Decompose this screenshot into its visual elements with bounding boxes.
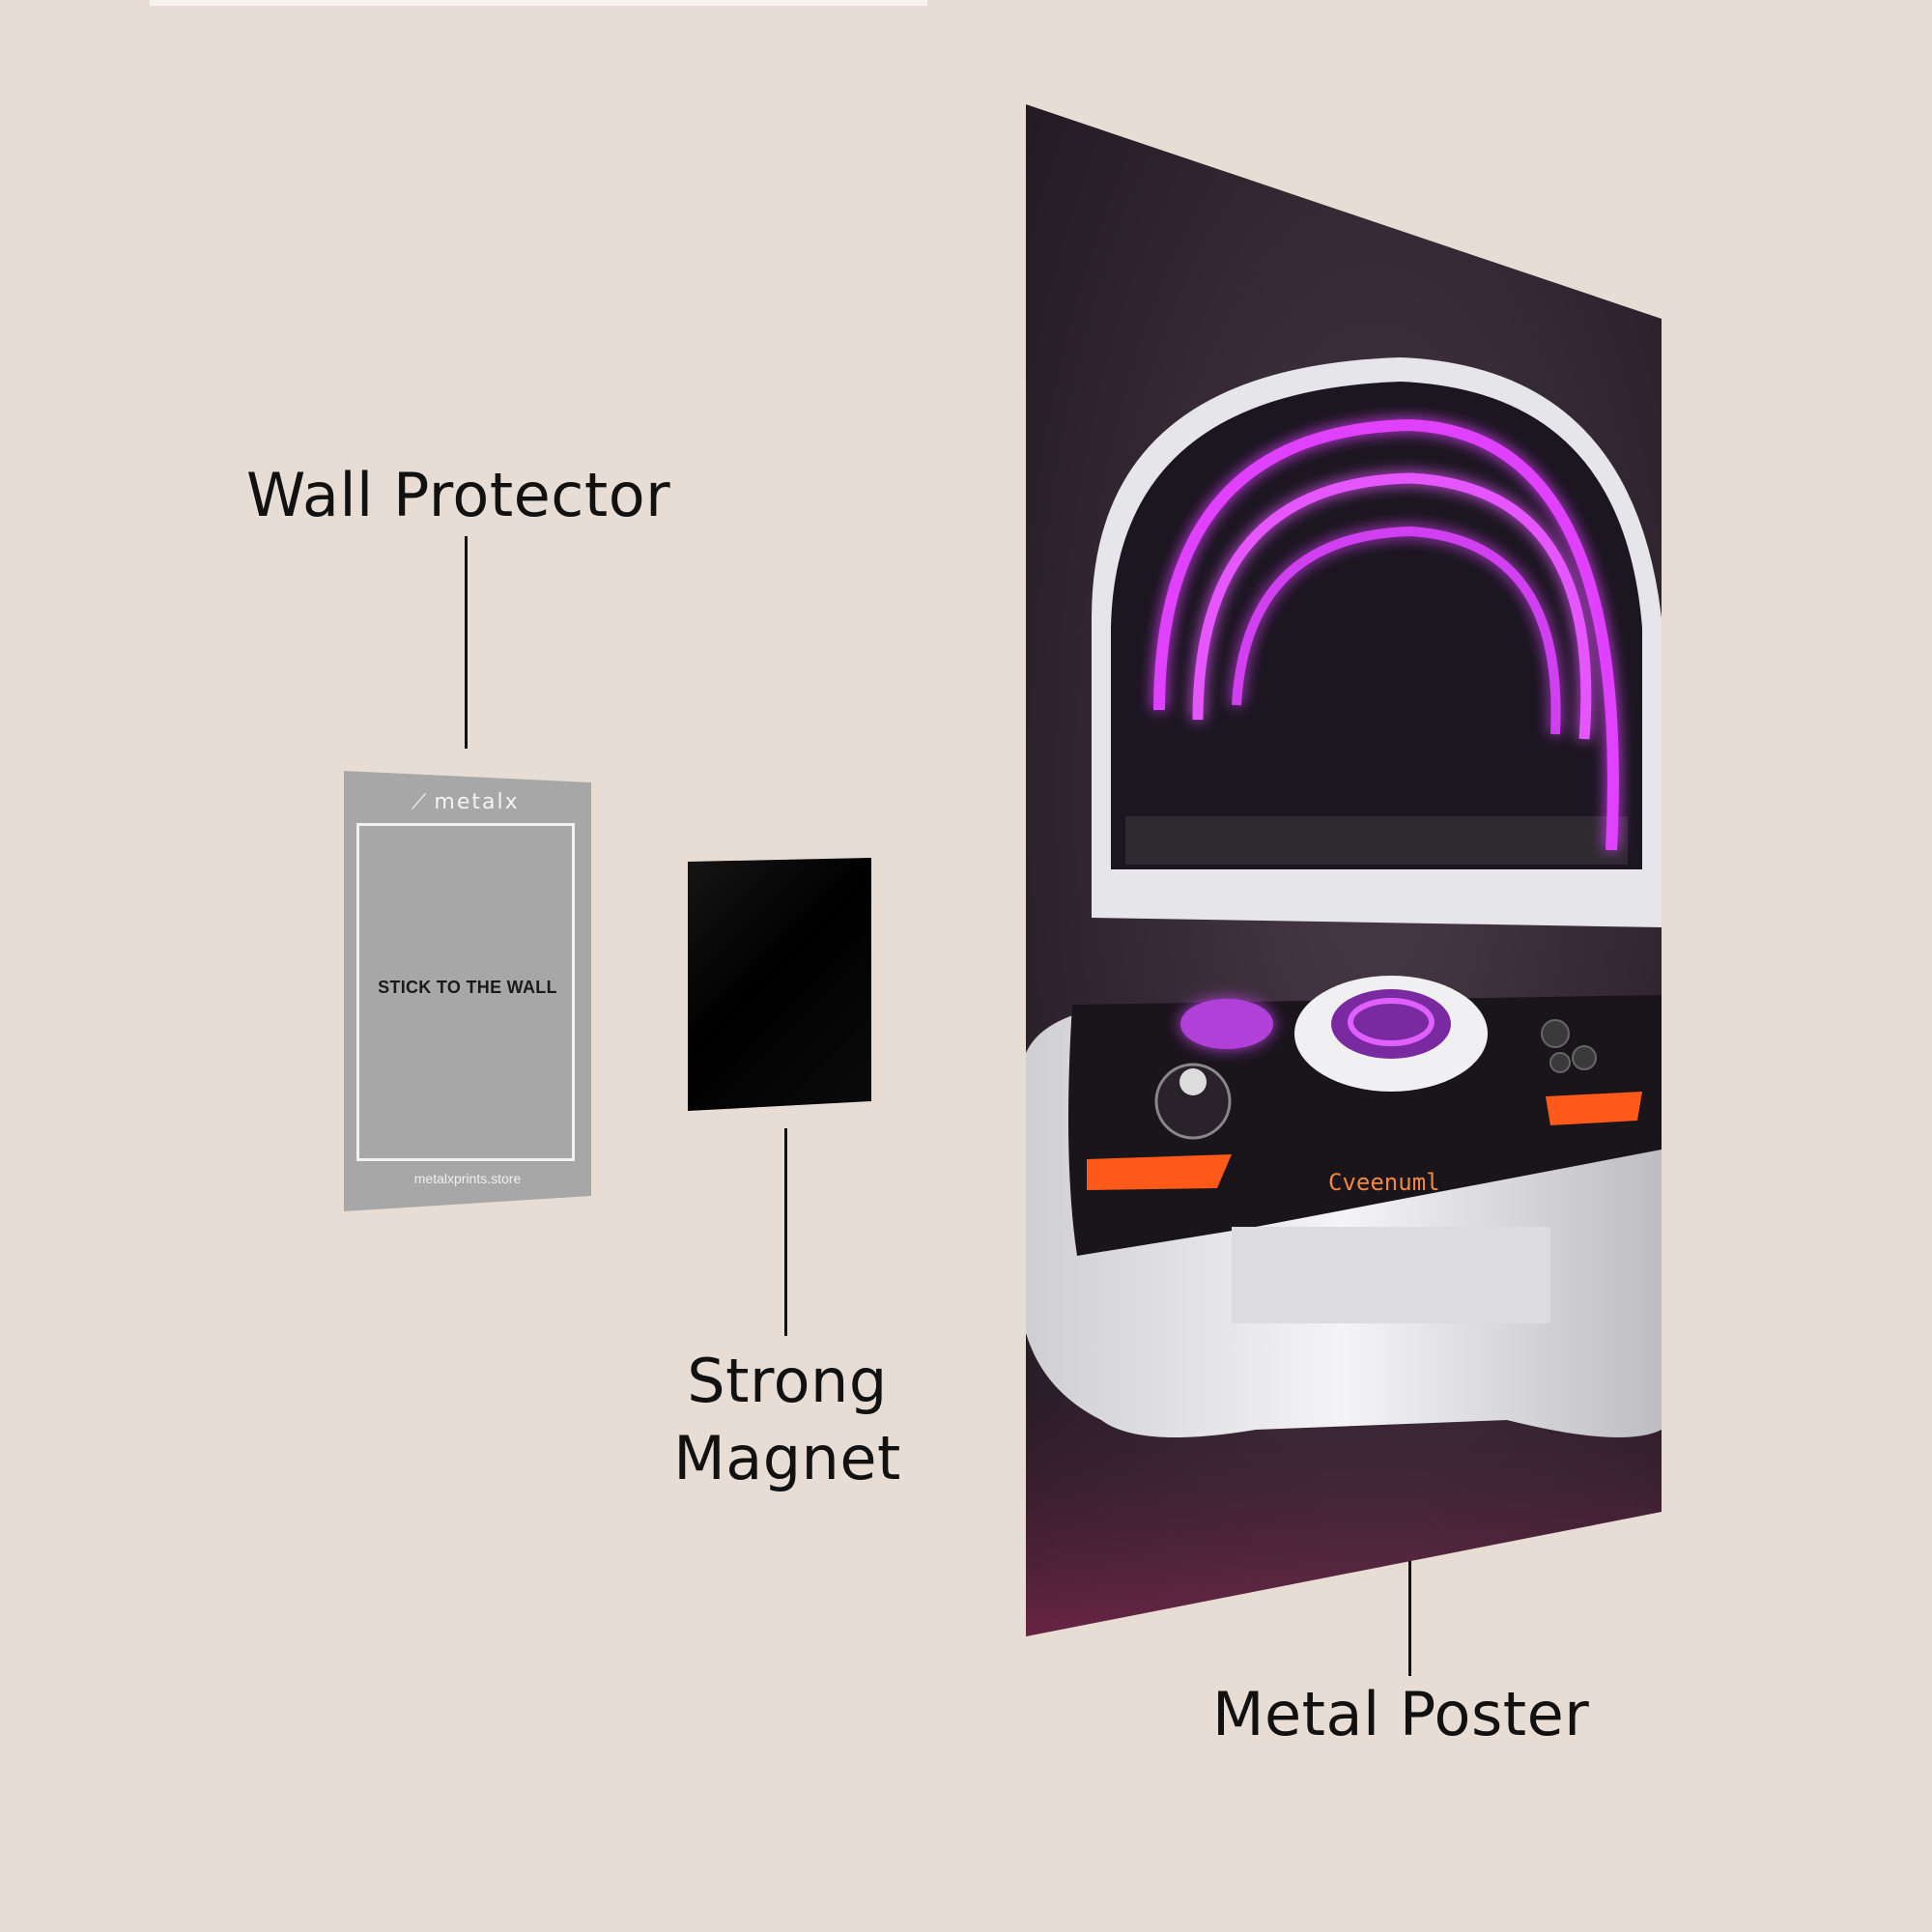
central-dial-glow bbox=[1348, 998, 1435, 1046]
device-screen-bar bbox=[1125, 816, 1628, 865]
metal-poster-leader-line bbox=[1408, 1536, 1411, 1676]
magnet-sheet bbox=[688, 858, 871, 1111]
neon-arc-middle bbox=[1192, 472, 1592, 740]
neon-arc-outer bbox=[1153, 418, 1619, 851]
device-front-panel bbox=[1232, 1227, 1550, 1323]
metalx-logo-icon: ⟋ bbox=[412, 790, 429, 814]
wall-protector-label: Wall Protector bbox=[246, 460, 671, 530]
left-glow-pad bbox=[1180, 999, 1273, 1049]
protector-logo-text: metalx bbox=[434, 790, 520, 814]
strong-magnet-label-line2: Magnet bbox=[673, 1423, 901, 1493]
device-control-deck bbox=[1068, 995, 1662, 1256]
strong-magnet-leader-line bbox=[784, 1128, 787, 1336]
wall-protector-card: ⟋metalx STICK TO THE WALL metalxprints.s… bbox=[344, 771, 591, 1211]
neon-arc-inner bbox=[1232, 526, 1561, 735]
strong-magnet-label-line1: Strong bbox=[687, 1346, 888, 1416]
action-button bbox=[1572, 1045, 1597, 1070]
top-edge-strip bbox=[150, 0, 927, 6]
action-button bbox=[1549, 1052, 1571, 1073]
protector-frame bbox=[356, 823, 575, 1161]
metal-poster-label: Metal Poster bbox=[1212, 1679, 1590, 1749]
orange-light-right bbox=[1546, 1092, 1642, 1125]
device-dome-glass bbox=[1111, 382, 1642, 869]
orange-light-left bbox=[1087, 1154, 1232, 1190]
joystick-base bbox=[1154, 1063, 1232, 1140]
protector-url-text: metalxprints.store bbox=[413, 1171, 522, 1186]
action-button bbox=[1541, 1019, 1570, 1048]
joystick-knob bbox=[1179, 1068, 1207, 1095]
strong-magnet-label: Strong Magnet bbox=[628, 1343, 947, 1497]
wall-protector-leader-line bbox=[465, 536, 468, 749]
protector-logo: ⟋metalx bbox=[412, 790, 520, 814]
protector-instruction-text: STICK TO THE WALL bbox=[378, 978, 557, 997]
device-brand-text: Cveenuml bbox=[1328, 1169, 1440, 1196]
